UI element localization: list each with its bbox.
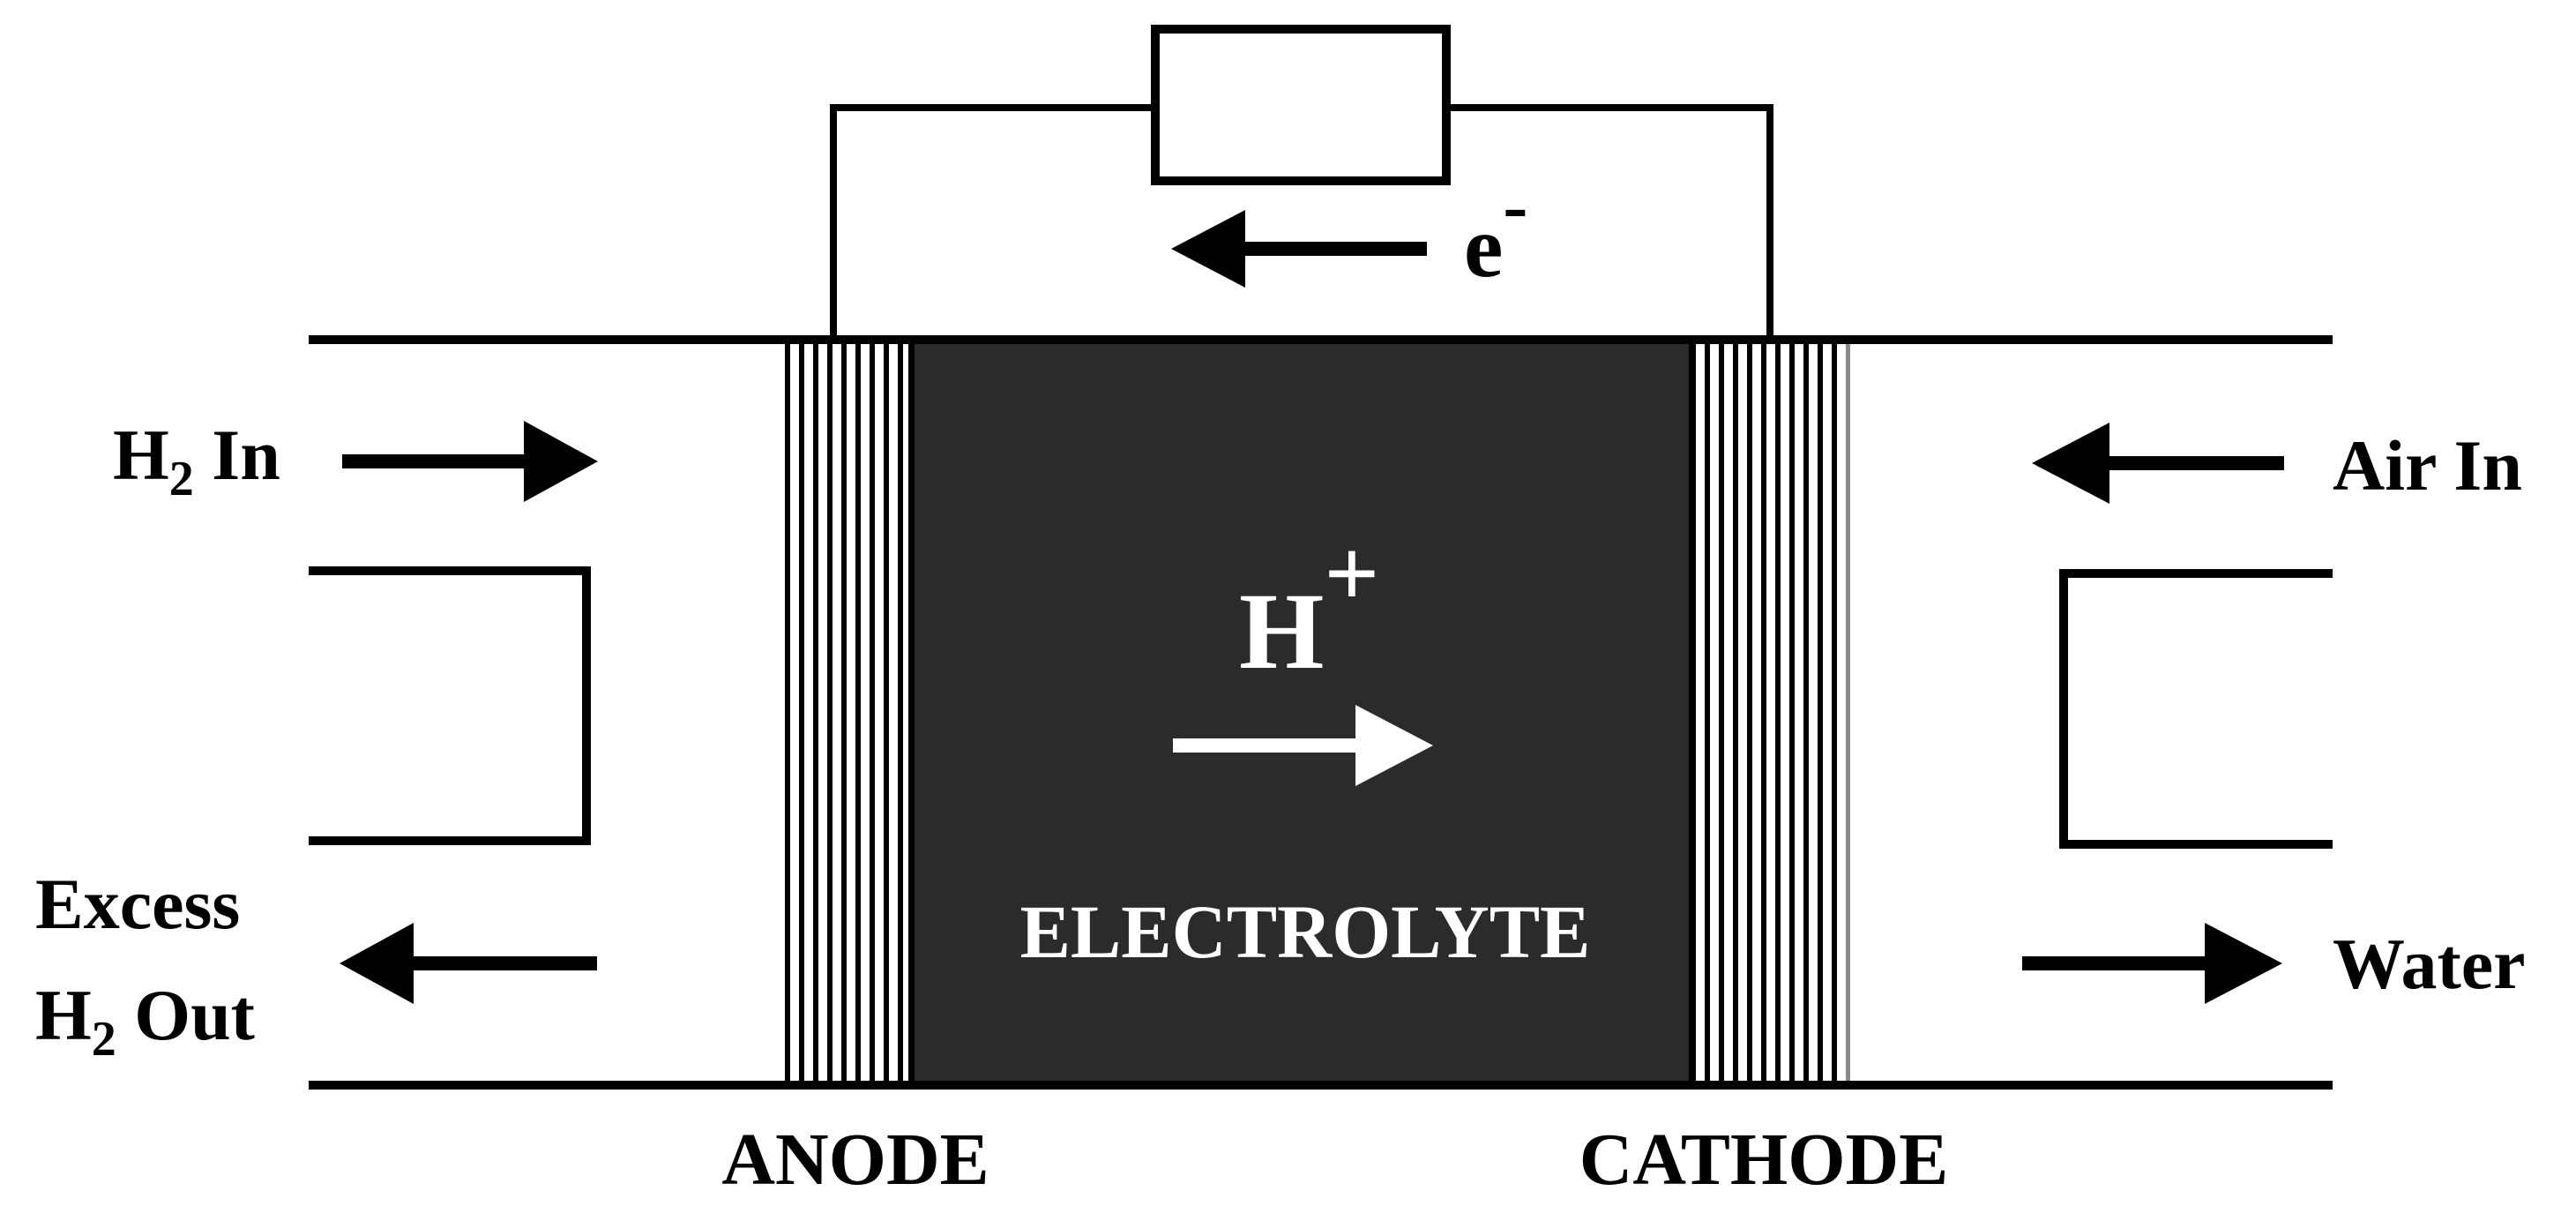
electron-label: e- [1464, 165, 1527, 296]
air-in-label: Air In [2333, 425, 2522, 506]
h2-in-arrow-icon [342, 421, 598, 502]
excess-h2-out-label: Excess [35, 864, 240, 944]
h2-out-arrow-icon [340, 923, 597, 1004]
anode-label: ANODE [721, 1119, 989, 1201]
cathode-flow-baffle [2059, 569, 2333, 849]
external-circuit [830, 25, 1773, 340]
cathode-electrode [1689, 340, 1850, 1083]
electrolyte-label: ELECTROLYTE [1020, 889, 1591, 974]
proton-flow-arrow-icon [1173, 705, 1433, 786]
circuit-wire-right [1446, 104, 1773, 340]
water-label: Water [2333, 924, 2526, 1004]
electrolyte-block [915, 340, 1689, 1083]
h2-in-label: H2 In [113, 415, 280, 506]
anode-electrode [783, 340, 915, 1083]
excess-h2-out-label-line2: H2 Out [35, 975, 255, 1067]
air-in-arrow-icon [2032, 423, 2284, 504]
resistor-icon [1151, 25, 1451, 185]
water-out-arrow-icon [2022, 923, 2282, 1004]
proton-label: H+ [1239, 520, 1379, 692]
electron-flow-arrow-icon [1171, 210, 1427, 288]
circuit-wire-left [830, 104, 1155, 340]
cathode-label: CATHODE [1579, 1119, 1948, 1201]
anode-flow-baffle [309, 566, 591, 845]
